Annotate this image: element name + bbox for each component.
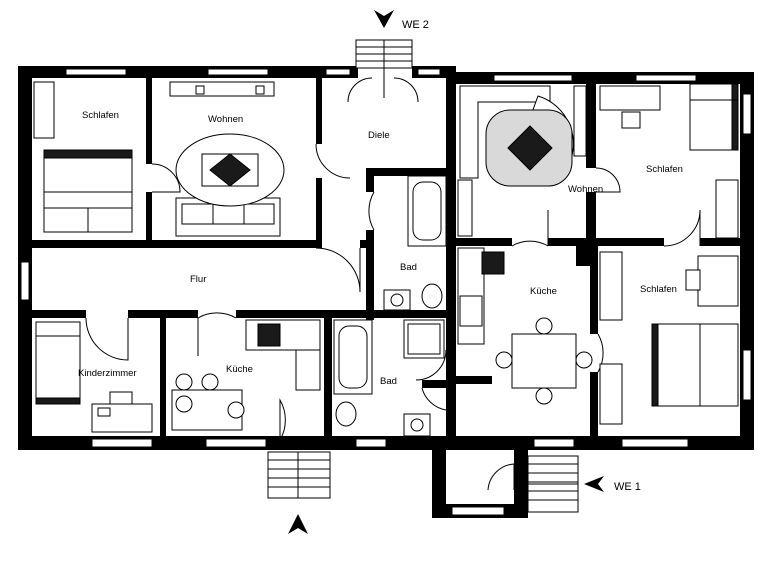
door-swings (85, 77, 701, 491)
wardrobe-schlafen-east (599, 251, 623, 425)
bathtub-bad-center (407, 175, 447, 247)
table-kueche-east (495, 317, 593, 405)
rug-wohnen-east (485, 109, 573, 187)
sink-bad-south (403, 413, 431, 437)
bed-kinderzimmer (35, 321, 81, 405)
desk-kinderzimmer (91, 391, 153, 433)
entrance-arrow-we2 (374, 10, 394, 28)
counter-kueche-east (457, 247, 505, 345)
room-label-wohnen-west: Wohnen (208, 114, 243, 125)
toilet-bad-south (335, 401, 357, 427)
stair-we2 (355, 39, 413, 98)
room-label-kinderzimmer: Kinderzimmer (78, 368, 137, 379)
interior-walls (32, 66, 740, 444)
room-label-bad-center: Bad (400, 262, 417, 273)
desk-schlafen-ne (599, 85, 661, 129)
shelf-wohnen-east (457, 85, 587, 237)
stair-south (267, 451, 331, 499)
bed-schlafen-east (651, 323, 739, 407)
wardrobe-schlafen-nw (33, 81, 55, 139)
entrance-arrow-south (288, 514, 308, 534)
room-label-wohnen-east: Wohnen (568, 184, 603, 195)
entrance-label-we1: WE 1 (614, 481, 641, 493)
room-label-schlafen-ne: Schlafen (646, 164, 683, 175)
entrance-arrow-we1 (584, 476, 604, 492)
room-label-diele: Diele (368, 130, 390, 141)
room-label-bad-south: Bad (380, 376, 397, 387)
wardrobe-schlafen-ne (715, 179, 739, 239)
bathtub-bad-south (333, 319, 373, 395)
room-label-schlafen-nw: Schlafen (82, 110, 119, 121)
toilet-bad-center (421, 283, 443, 309)
table-kueche-west (171, 373, 245, 431)
room-label-flur: Flur (190, 274, 206, 285)
rug-wohnen-west (175, 133, 285, 207)
entrance-label-we2: WE 2 (402, 19, 429, 31)
shower-bad-south (403, 319, 445, 359)
tv-unit-wohnen-west (169, 81, 275, 97)
room-label-kueche-east: Küche (530, 286, 557, 297)
stair-we1 (527, 455, 579, 513)
room-label-schlafen-east: Schlafen (640, 284, 677, 295)
counter-kueche-west (245, 319, 321, 391)
bed-schlafen-ne (689, 83, 739, 151)
room-label-kueche-west: Küche (226, 364, 253, 375)
desk-schlafen-east (685, 255, 739, 307)
sink-bad-center (383, 289, 411, 311)
windows (20, 68, 752, 516)
bed-schlafen-nw (43, 149, 133, 233)
